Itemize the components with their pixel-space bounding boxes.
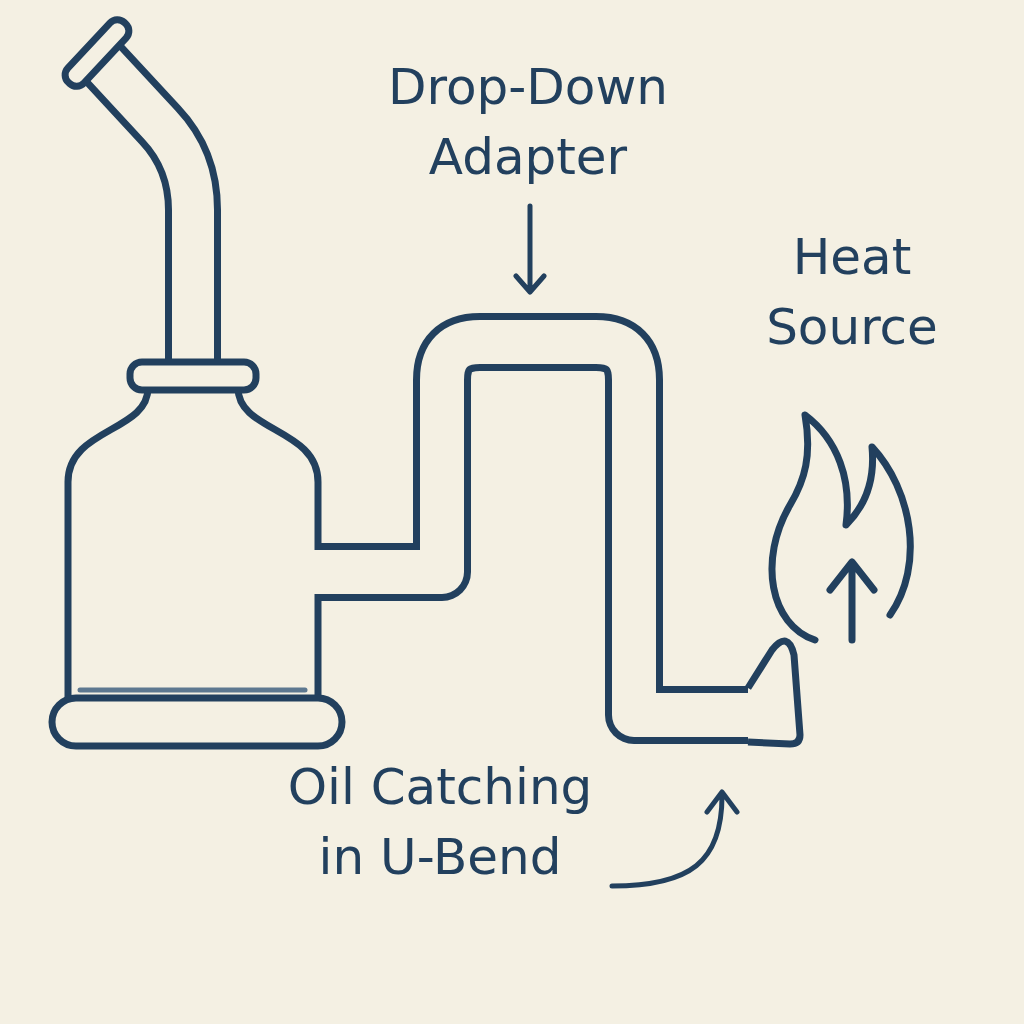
drop-down-tube (321, 342, 748, 715)
neck-collar (130, 362, 256, 390)
drop-down-tube-inner (310, 342, 752, 715)
mouthpiece-cap (61, 16, 133, 91)
mouthpiece-tube-inner (98, 58, 193, 372)
water-line (80, 688, 305, 693)
leader-arrow (612, 792, 737, 886)
bottle-base (52, 698, 342, 746)
flame-outer (772, 415, 910, 640)
part-label: Drop-Down Adapter (328, 52, 728, 192)
bowl (748, 641, 800, 744)
part-label: Heat Source (707, 222, 997, 362)
bottle-body (68, 388, 318, 702)
leader-arrow (516, 206, 544, 292)
part-label: Oil Catching in U-Bend (285, 752, 595, 892)
flame-inner (830, 562, 874, 640)
